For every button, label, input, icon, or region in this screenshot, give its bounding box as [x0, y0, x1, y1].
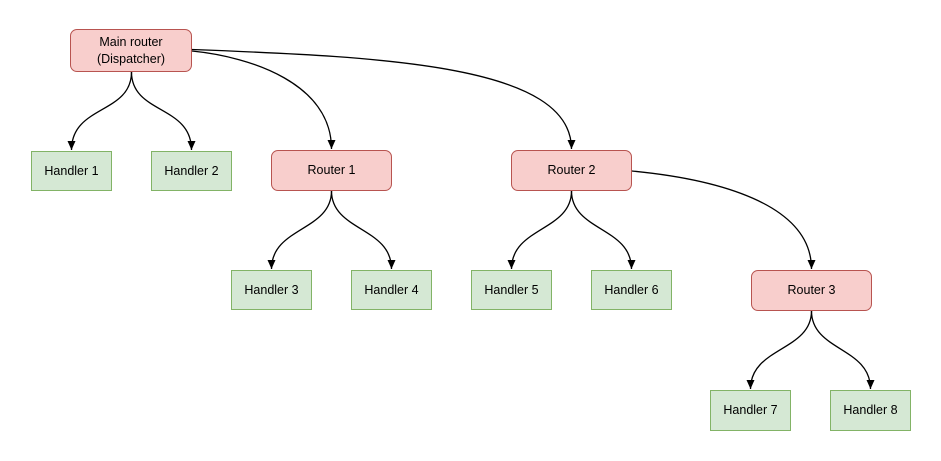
edge-router-3-to-handler-7	[746, 310, 813, 390]
node-main-router: Main router (Dispatcher)	[70, 29, 192, 72]
edge-main-to-handler-1	[67, 71, 133, 151]
edge-main-to-router-2	[191, 48, 576, 150]
node-handler-5: Handler 5	[471, 270, 552, 310]
node-handler-2: Handler 2	[151, 151, 232, 191]
edge-router-3-to-handler-8	[810, 310, 875, 390]
node-handler-8: Handler 8	[830, 390, 911, 431]
edge-router-2-to-router-3	[631, 170, 816, 270]
edge-main-to-router-1	[191, 50, 336, 150]
node-handler-1: Handler 1	[31, 151, 112, 191]
node-router-2: Router 2	[511, 150, 632, 191]
edge-router-2-to-handler-6	[570, 190, 636, 270]
node-router-1: Router 1	[271, 150, 392, 191]
edge-router-1-to-handler-3	[267, 190, 333, 270]
node-handler-7: Handler 7	[710, 390, 791, 431]
edge-router-1-to-handler-4	[330, 190, 396, 270]
edge-router-2-to-handler-5	[507, 190, 573, 270]
node-handler-6: Handler 6	[591, 270, 672, 310]
edge-main-to-handler-2	[130, 71, 196, 151]
node-handler-4: Handler 4	[351, 270, 432, 310]
node-router-3: Router 3	[751, 270, 872, 311]
node-handler-3: Handler 3	[231, 270, 312, 310]
